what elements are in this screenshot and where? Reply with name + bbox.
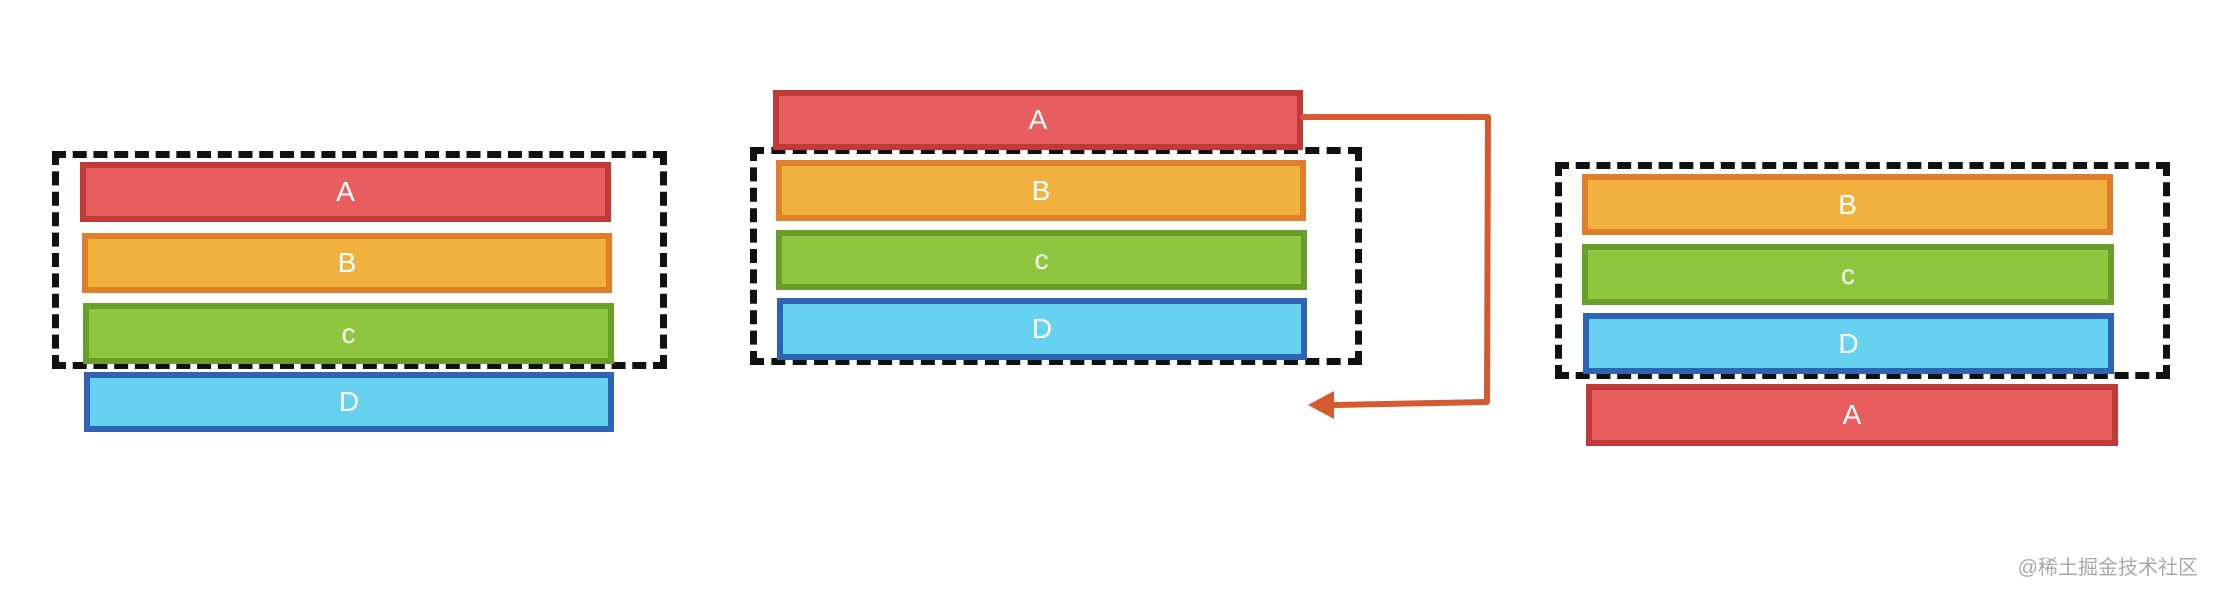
panel-2-bar-b: B bbox=[776, 160, 1306, 221]
panel-1-bar-a: A bbox=[80, 162, 611, 222]
panel-1-bar-b-label: B bbox=[337, 247, 357, 278]
panel-1-bar-d-label: D bbox=[338, 386, 360, 417]
panel-3-bar-b: B bbox=[1582, 174, 2113, 235]
arrow-icon bbox=[1308, 391, 1334, 419]
panel-2-bar-d: D bbox=[777, 298, 1307, 360]
panel-2-bar-c: c bbox=[776, 230, 1307, 290]
panel-3-bar-b-label: B bbox=[1838, 188, 1857, 220]
panel-1-bar-b: B bbox=[82, 233, 612, 293]
watermark: @稀土掘金技术社区 bbox=[2018, 551, 2198, 580]
panel-3-bar-d-label: D bbox=[1838, 327, 1859, 359]
watermark-text: @稀土掘金技术社区 bbox=[2017, 557, 2198, 579]
panel-2-bar-d-label: D bbox=[1031, 313, 1053, 344]
panel-3-bar-a: A bbox=[1586, 384, 2118, 446]
panel-1-bar-a-label: A bbox=[336, 176, 355, 207]
panel-1-frame bbox=[52, 151, 667, 369]
panel-2-bar-c-label: c bbox=[1034, 244, 1049, 275]
panel-2-bar-b-label: B bbox=[1031, 174, 1051, 206]
panel-3-frame bbox=[1555, 162, 2170, 379]
panel-1-bar-c-label: c bbox=[341, 317, 356, 349]
panel-1-bar-c: c bbox=[83, 303, 614, 364]
panel-3-bar-a-label: A bbox=[1842, 399, 1862, 430]
panel-2-bar-a-label: A bbox=[1028, 104, 1048, 135]
panel-3-bar-c-label: c bbox=[1841, 258, 1855, 290]
panel-1-bar-d: D bbox=[84, 372, 614, 432]
panel-3-bar-c: c bbox=[1582, 244, 2114, 305]
panel-2-bar-a: A bbox=[773, 90, 1303, 150]
panel-3-bar-d: D bbox=[1583, 313, 2114, 374]
